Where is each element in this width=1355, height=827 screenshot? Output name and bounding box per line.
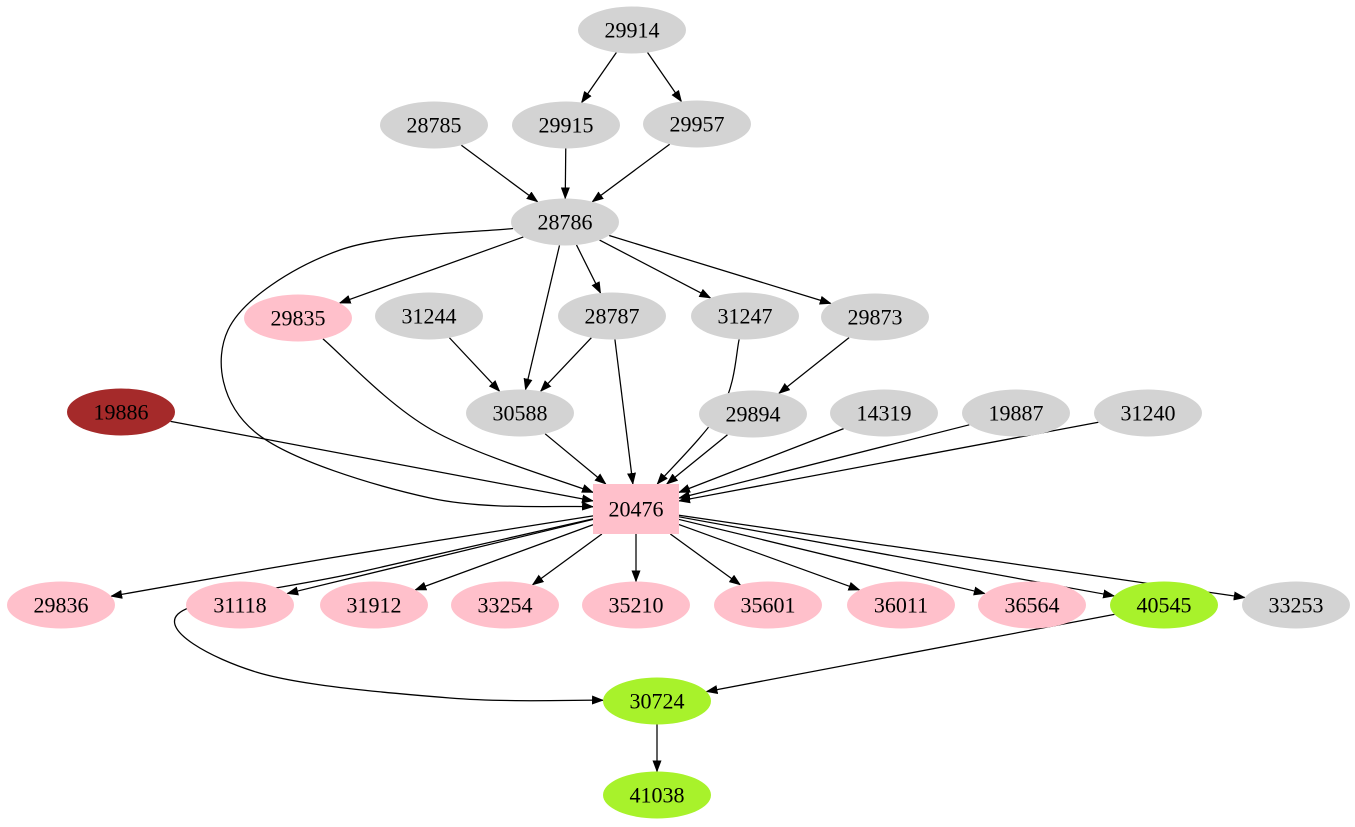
node-28785: 28785	[380, 101, 488, 149]
edge-20476-to-29836	[110, 515, 594, 599]
node-31244: 31244	[375, 292, 483, 340]
node-19886: 19886	[67, 388, 175, 436]
edge-28786-to-31247	[599, 239, 712, 299]
edge-28786-to-28787	[575, 244, 602, 294]
node-label-33254: 33254	[478, 593, 533, 618]
edge-28786-to-29873	[608, 234, 832, 305]
node-label-30724: 30724	[630, 689, 685, 714]
edge-20476-to-35601	[670, 533, 742, 586]
node-label-31244: 31244	[402, 304, 457, 329]
edge-20476-to-31118	[286, 518, 594, 596]
node-label-31118: 31118	[213, 593, 266, 618]
node-28787: 28787	[558, 292, 666, 340]
nodes-layer: 29914 28785 29915 29957 28786 29835 31244 28787…	[7, 6, 1350, 819]
node-label-29957: 29957	[670, 112, 725, 137]
edge-30588-to-20476	[544, 433, 607, 485]
node-label-33253: 33253	[1269, 593, 1324, 618]
node-29914: 29914	[578, 6, 686, 54]
edge-29957-to-28786	[591, 143, 671, 203]
edge-20476-to-36011	[678, 523, 861, 591]
edge-28786-to-20476	[220, 227, 594, 511]
node-label-14319: 14319	[857, 401, 912, 426]
node-31240: 31240	[1094, 389, 1202, 437]
node-29873: 29873	[821, 293, 929, 341]
edge-29915-to-28786	[560, 148, 570, 200]
edge-28787-to-20476	[614, 339, 636, 485]
node-label-31247: 31247	[718, 304, 773, 329]
node-label-29873: 29873	[848, 305, 903, 330]
edge-20476-to-36564	[678, 518, 986, 596]
node-29836: 29836	[7, 581, 115, 629]
edge-14319-to-20476	[678, 428, 844, 493]
node-label-28785: 28785	[407, 113, 462, 138]
node-label-28786: 28786	[538, 210, 593, 235]
node-29957: 29957	[643, 100, 751, 148]
node-label-29836: 29836	[34, 593, 89, 618]
node-label-40545: 40545	[1137, 593, 1192, 618]
edge-29914-to-29957	[647, 52, 683, 103]
node-29915: 29915	[512, 101, 620, 149]
node-31118: 31118	[186, 581, 294, 629]
node-label-35210: 35210	[609, 593, 664, 618]
node-label-20476: 20476	[609, 497, 664, 522]
node-label-19887: 19887	[989, 401, 1044, 426]
node-label-31912: 31912	[347, 593, 402, 618]
node-31912: 31912	[320, 581, 428, 629]
edge-29873-to-29894	[778, 337, 850, 395]
node-label-30588: 30588	[493, 401, 548, 426]
edge-28786-to-30588	[523, 245, 561, 391]
edge-31244-to-30588	[448, 337, 501, 392]
edge-29914-to-29915	[581, 52, 617, 104]
node-40545: 40545	[1110, 581, 1218, 629]
node-28786: 28786	[511, 198, 619, 246]
node-35210: 35210	[582, 581, 690, 629]
node-33253: 33253	[1242, 581, 1350, 629]
edges-layer	[110, 52, 1246, 773]
edge-28785-to-28786	[460, 144, 539, 203]
node-30724: 30724	[603, 677, 711, 725]
node-19887: 19887	[962, 389, 1070, 437]
node-29894: 29894	[699, 390, 807, 438]
edge-29835-to-20476	[322, 338, 594, 493]
node-label-36564: 36564	[1005, 593, 1060, 618]
node-36011: 36011	[847, 581, 955, 629]
node-label-29914: 29914	[605, 18, 660, 43]
edge-20476-to-30724	[174, 518, 605, 705]
node-label-41038: 41038	[630, 783, 685, 808]
node-label-28787: 28787	[585, 304, 640, 329]
node-33254: 33254	[451, 581, 559, 629]
node-20476: 20476	[593, 484, 679, 534]
node-14319: 14319	[830, 389, 938, 437]
edge-28786-to-29835	[338, 236, 524, 304]
node-label-29835: 29835	[271, 306, 326, 331]
node-36564: 36564	[978, 581, 1086, 629]
edge-29894-to-20476	[666, 434, 728, 485]
edge-19886-to-20476	[170, 420, 594, 504]
node-29835: 29835	[244, 294, 352, 342]
edge-20476-to-31912	[414, 524, 594, 591]
node-35601: 35601	[714, 581, 822, 629]
node-31247: 31247	[691, 292, 799, 340]
node-label-29894: 29894	[726, 402, 781, 427]
node-label-19886: 19886	[94, 400, 149, 425]
node-30588: 30588	[466, 389, 574, 437]
edge-20476-to-33254	[531, 533, 603, 586]
node-label-29915: 29915	[539, 113, 594, 138]
edge-28787-to-30588	[539, 337, 592, 393]
edge-19887-to-20476	[678, 424, 970, 500]
node-label-36011: 36011	[874, 593, 928, 618]
node-label-35601: 35601	[741, 593, 796, 618]
node-label-31240: 31240	[1121, 401, 1176, 426]
node-41038: 41038	[603, 771, 711, 819]
